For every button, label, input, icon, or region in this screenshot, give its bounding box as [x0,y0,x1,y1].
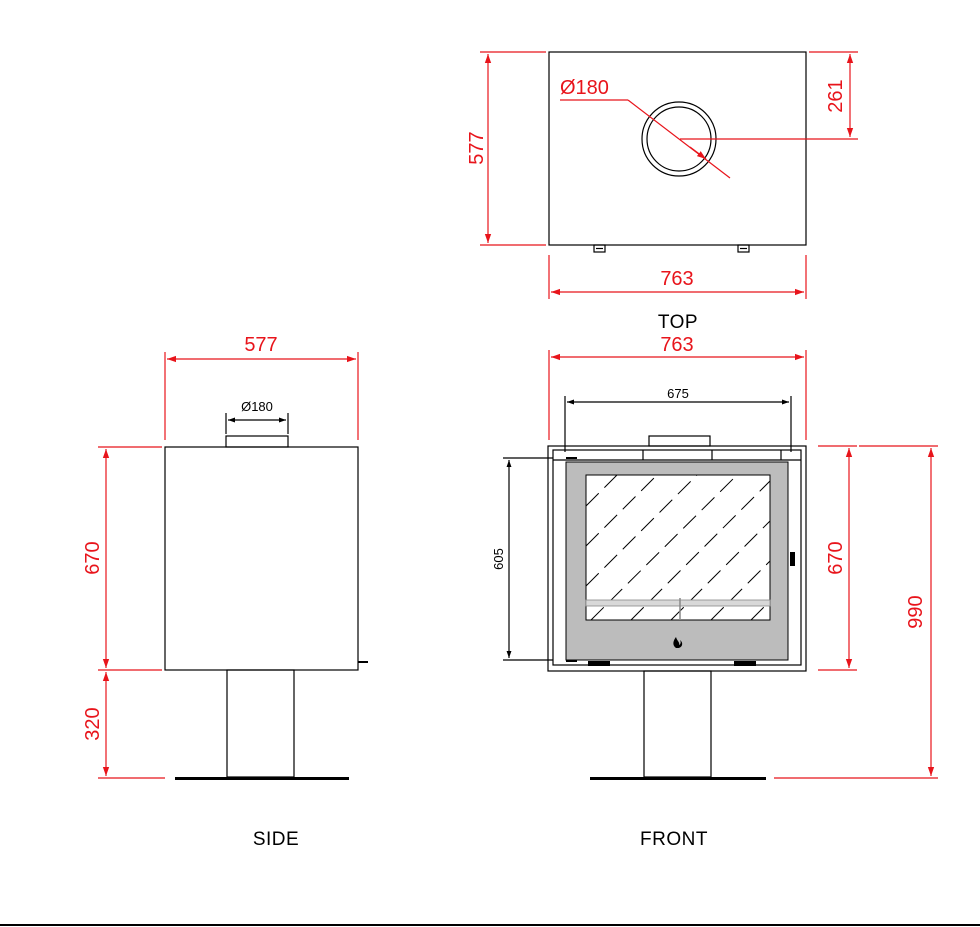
front-door-handle [790,552,795,566]
front-glass-height-label: 605 [491,548,506,570]
top-flue-diameter-callout: Ø180 [560,77,731,179]
side-view: 577 Ø180 670 320 SIDE [82,334,368,850]
side-body-height-label: 670 [82,541,104,574]
front-inner-width-label: 675 [667,386,689,401]
front-body-height-dimension: 670 [818,445,857,671]
top-view-foot-right [737,244,750,253]
side-pedestal [226,669,295,778]
side-flue-diameter-dimension: Ø180 [225,399,289,434]
side-base-plate [175,777,349,780]
top-width-label: 763 [660,268,693,290]
top-view-foot-left [593,244,606,253]
front-base-plate [590,777,766,780]
front-door-frame [552,449,802,666]
side-depth-label: 577 [244,334,277,356]
front-body-height-label: 670 [825,541,847,574]
top-flue-diameter-label: Ø180 [560,77,609,99]
side-pedestal-height-dimension: 320 [82,672,165,779]
front-view-title: FRONT [640,829,708,850]
flame-logo-icon [673,637,683,648]
side-flue-collar [225,435,289,448]
front-width-label: 763 [660,334,693,356]
front-total-height-dimension: 990 [774,445,938,779]
top-depth-label: 577 [466,131,488,164]
front-pedestal [643,670,712,778]
front-view: 763 675 [491,334,938,850]
top-view-body [548,51,807,246]
side-depth-dimension: 577 [164,334,359,440]
top-flue-offset-label: 261 [825,79,847,112]
front-width-dimension: 763 [548,334,807,440]
front-log-retainer [585,599,771,607]
top-width-dimension: 763 [548,255,807,299]
front-glass-hatching [585,474,771,621]
front-glass [585,474,771,621]
side-body-height-dimension: 670 [82,446,162,671]
side-view-title: SIDE [253,829,299,850]
front-total-height-label: 990 [905,595,927,628]
top-flue-offset-dimension: 261 [680,51,858,140]
front-foot-left [588,661,610,666]
top-view: 577 261 Ø180 763 TOP [466,51,858,333]
top-depth-dimension: 577 [466,51,546,246]
side-body [164,446,359,671]
front-inner-width-dimension: 675 [564,386,792,452]
front-foot-right [734,661,756,666]
side-pedestal-height-label: 320 [82,707,104,740]
top-view-title: TOP [658,312,698,333]
side-flue-diameter-label: Ø180 [241,399,273,414]
front-glass-height-dimension: 605 [491,457,553,661]
front-flue-collar [648,435,711,447]
